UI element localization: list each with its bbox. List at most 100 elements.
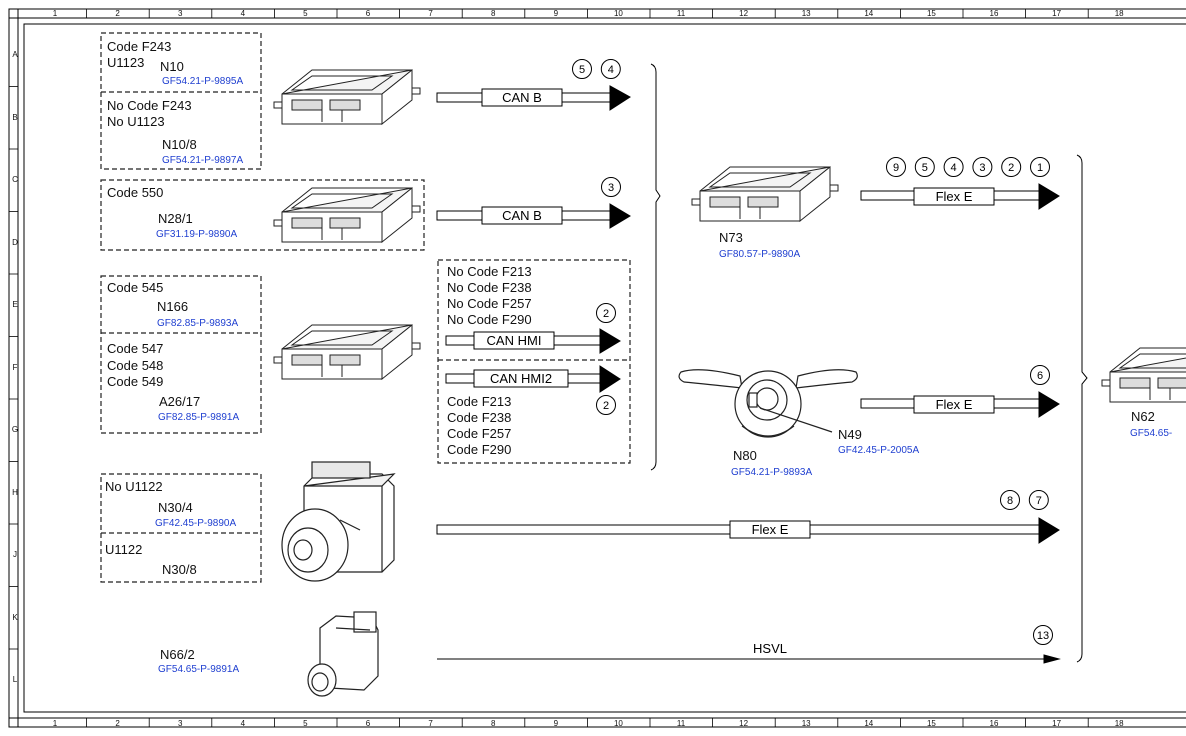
doc-ref-n166[interactable]: GF82.85-P-9893A [157,318,239,329]
group-n30-8-condition: U1122 [105,542,143,557]
svg-text:9: 9 [893,162,899,174]
group-n166-condition: Code 545 [107,280,164,295]
group-n10-condition-2: U1123 [107,55,145,70]
row-letter: G [11,425,19,435]
column-number: 17 [1052,9,1062,18]
ecu-n10-module-icon [273,69,421,125]
callout-8: 8 [1000,490,1020,510]
row-letter: J [13,550,17,560]
svg-text:3: 3 [608,182,614,194]
group-box-n28-1 [100,179,425,251]
svg-text:2: 2 [603,400,609,412]
doc-ref-n49[interactable]: GF42.45-P-2005A [838,445,920,456]
braces [650,63,1088,663]
column-number: 8 [490,9,496,18]
bus-arrowhead-5 [1038,183,1060,210]
bus-label-b7: Flex E [752,522,789,537]
component-label-n30-8: N30/8 [162,562,197,577]
component-label-n10-8: N10/8 [162,137,197,152]
column-number: 11 [676,719,686,728]
doc-ref-n80[interactable]: GF54.21-P-9893A [731,467,813,478]
frame-border [8,8,1186,728]
column-number: 18 [1114,9,1124,18]
hmi2-condition-2: Code F238 [447,410,512,425]
group-n28-1-condition: Code 550 [107,185,164,200]
callout-5: 5 [572,59,592,79]
component-label-a26-17: A26/17 [159,394,201,409]
doc-ref-n28-1[interactable]: GF31.19-P-9890A [156,229,238,240]
bus-label-b1: CAN B [502,90,542,105]
lock-cylinder-icon [307,611,379,697]
column-number: 12 [739,9,749,18]
svg-text:7: 7 [1036,495,1042,507]
ecu-n62-module-icon [1101,347,1186,403]
group-a26-17-condition-1: Code 547 [107,341,164,356]
row-letter: L [12,675,18,685]
row-letter: D [12,237,18,247]
group-box-n30 [100,473,262,583]
callout-4: 4 [600,59,621,79]
hmi-condition-1: No Code F213 [447,264,532,279]
ignition-switch-icon [281,461,396,582]
component-label-n66-2: N66/2 [160,647,195,662]
column-number: 2 [115,719,120,728]
callout-1: 1 [1030,157,1050,177]
hmi2-condition-3: Code F257 [447,426,512,441]
svg-text:4: 4 [608,64,614,76]
bus-arrowhead-8 [1043,654,1061,664]
svg-text:3: 3 [979,162,985,174]
callout-4: 4 [943,157,964,177]
doc-ref-n30-4[interactable]: GF42.45-P-9890A [155,518,237,529]
column-number: 4 [240,9,246,18]
column-number: 1 [52,9,58,18]
svg-text:2: 2 [603,308,609,320]
row-letter: B [12,112,18,122]
column-number: 11 [676,9,686,18]
column-number: 3 [177,719,183,728]
bus-label-b8: HSVL [753,641,787,656]
svg-text:6: 6 [1037,370,1043,382]
column-number: 7 [428,9,433,18]
column-number: 5 [303,719,308,728]
column-number: 10 [613,719,623,728]
callout-13: 13 [1033,625,1053,645]
bus-arrowhead-6 [1038,391,1060,418]
doc-ref-n73[interactable]: GF80.57-P-9890A [719,249,801,260]
callout-2: 2 [596,303,616,323]
svg-text:4: 4 [951,162,957,174]
doc-ref-n10-8[interactable]: GF54.21-P-9897A [162,155,244,166]
svg-text:8: 8 [1007,495,1013,507]
column-number: 6 [365,9,371,18]
steering-column-switch-icon [678,369,858,438]
callout-3: 3 [601,177,621,197]
svg-text:5: 5 [922,162,928,174]
column-number: 16 [989,719,999,728]
ecu-n28-1-module-icon [273,187,421,243]
doc-ref-n62[interactable]: GF54.65- [1130,428,1173,439]
hmi-condition-3: No Code F257 [447,296,532,311]
column-number: 2 [115,9,120,18]
bus-arrowhead-4 [599,365,621,393]
svg-text:1: 1 [1037,162,1043,174]
doc-ref-n10[interactable]: GF54.21-P-9895A [162,76,244,87]
group-box-n10 [100,32,262,170]
row-dividers [9,86,18,650]
callout-2: 2 [596,395,616,415]
column-number: 6 [365,719,371,728]
hmi-condition-4: No Code F290 [447,312,532,327]
row-letter: H [12,487,18,497]
component-label-n28-1: N28/1 [158,211,193,226]
hmi2-condition-1: Code F213 [447,394,512,409]
group-a26-17-condition-3: Code 549 [107,374,164,389]
column-number: 13 [801,719,811,728]
bus-arrowhead-3 [599,328,621,354]
callout-9: 9 [886,157,906,177]
doc-ref-a26-17[interactable]: GF82.85-P-9891A [158,412,240,423]
callout-5: 5 [914,157,935,177]
doc-ref-n66-2[interactable]: GF54.65-P-9891A [158,664,240,675]
group-box-n166 [100,275,262,434]
group-n10-8-condition-1: No Code F243 [107,98,192,113]
row-letter: E [12,300,18,310]
row-letter: A [12,50,18,60]
